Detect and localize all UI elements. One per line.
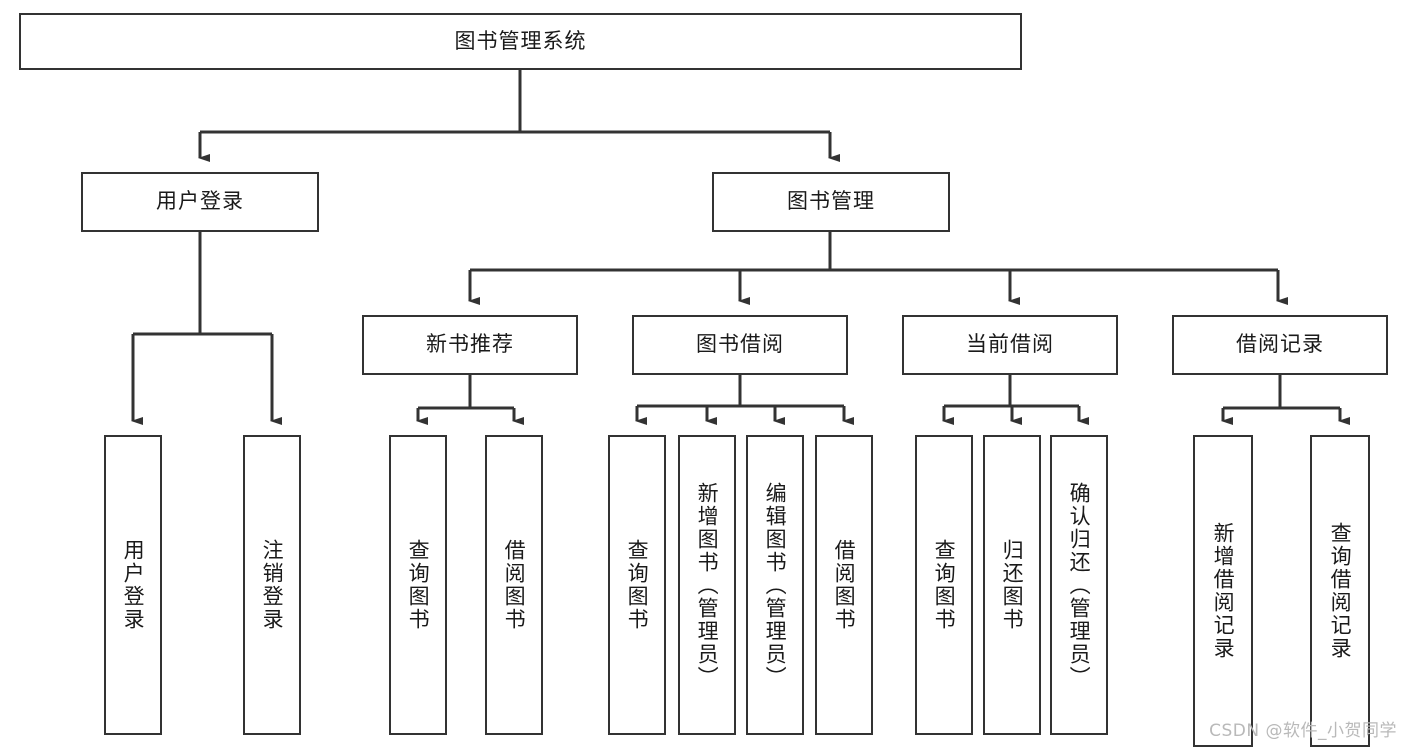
edge-root-to-level2	[198, 70, 840, 162]
edge-borrow-to-leaves	[635, 375, 854, 425]
node-leaf-add-book-label: 新增图书（管理员）	[695, 481, 720, 689]
node-current-borrow[interactable]: 当前借阅	[902, 315, 1118, 375]
node-leaf-edit-book[interactable]: 编辑图书（管理员）	[746, 435, 804, 735]
edge-current-to-leaves	[942, 375, 1089, 425]
node-root[interactable]: 图书管理系统	[19, 13, 1022, 70]
node-new-book-recommend-label: 新书推荐	[426, 332, 514, 357]
node-leaf-query-book-2-label: 查询图书	[625, 539, 650, 631]
node-leaf-logout-label: 注销登录	[260, 539, 285, 631]
csdn-watermark: CSDN @软件_小贺同学	[1209, 721, 1397, 741]
edge-user-login-to-leaves	[131, 232, 282, 425]
node-user-login-label: 用户登录	[156, 189, 244, 214]
node-book-manage[interactable]: 图书管理	[712, 172, 950, 232]
node-leaf-query-record-label: 查询借阅记录	[1328, 522, 1353, 660]
node-leaf-query-book-3-label: 查询图书	[932, 539, 957, 631]
edge-recommend-to-leaves	[416, 375, 524, 425]
node-leaf-borrow-book-1[interactable]: 借阅图书	[485, 435, 543, 735]
node-leaf-add-record-label: 新增借阅记录	[1211, 522, 1236, 660]
node-leaf-add-record[interactable]: 新增借阅记录	[1193, 435, 1253, 747]
node-leaf-user-login-label: 用户登录	[121, 539, 146, 631]
node-book-borrow-label: 图书借阅	[696, 332, 784, 357]
node-book-borrow[interactable]: 图书借阅	[632, 315, 848, 375]
node-leaf-borrow-book-2-label: 借阅图书	[832, 539, 857, 631]
node-current-borrow-label: 当前借阅	[966, 332, 1054, 357]
node-leaf-query-book-2[interactable]: 查询图书	[608, 435, 666, 735]
node-leaf-user-login[interactable]: 用户登录	[104, 435, 162, 735]
node-leaf-query-record[interactable]: 查询借阅记录	[1310, 435, 1370, 747]
node-book-manage-label: 图书管理	[787, 189, 875, 214]
node-leaf-borrow-book-2[interactable]: 借阅图书	[815, 435, 873, 735]
edge-book-manage-to-level3	[468, 232, 1288, 305]
node-root-label: 图书管理系统	[454, 28, 587, 53]
edge-record-to-leaves	[1221, 375, 1350, 425]
node-leaf-logout[interactable]: 注销登录	[243, 435, 301, 735]
node-leaf-borrow-book-1-label: 借阅图书	[502, 539, 527, 631]
node-leaf-return-book-label: 归还图书	[1000, 539, 1025, 631]
node-borrow-record[interactable]: 借阅记录	[1172, 315, 1388, 375]
node-leaf-return-book[interactable]: 归还图书	[983, 435, 1041, 735]
node-leaf-confirm-return[interactable]: 确认归还（管理员）	[1050, 435, 1108, 735]
node-borrow-record-label: 借阅记录	[1236, 332, 1324, 357]
node-new-book-recommend[interactable]: 新书推荐	[362, 315, 578, 375]
node-leaf-edit-book-label: 编辑图书（管理员）	[763, 481, 788, 689]
node-user-login[interactable]: 用户登录	[81, 172, 319, 232]
node-leaf-query-book-3[interactable]: 查询图书	[915, 435, 973, 735]
node-leaf-confirm-return-label: 确认归还（管理员）	[1067, 481, 1092, 689]
node-leaf-query-book-1-label: 查询图书	[406, 539, 431, 631]
node-leaf-add-book[interactable]: 新增图书（管理员）	[678, 435, 736, 735]
node-leaf-query-book-1[interactable]: 查询图书	[389, 435, 447, 735]
